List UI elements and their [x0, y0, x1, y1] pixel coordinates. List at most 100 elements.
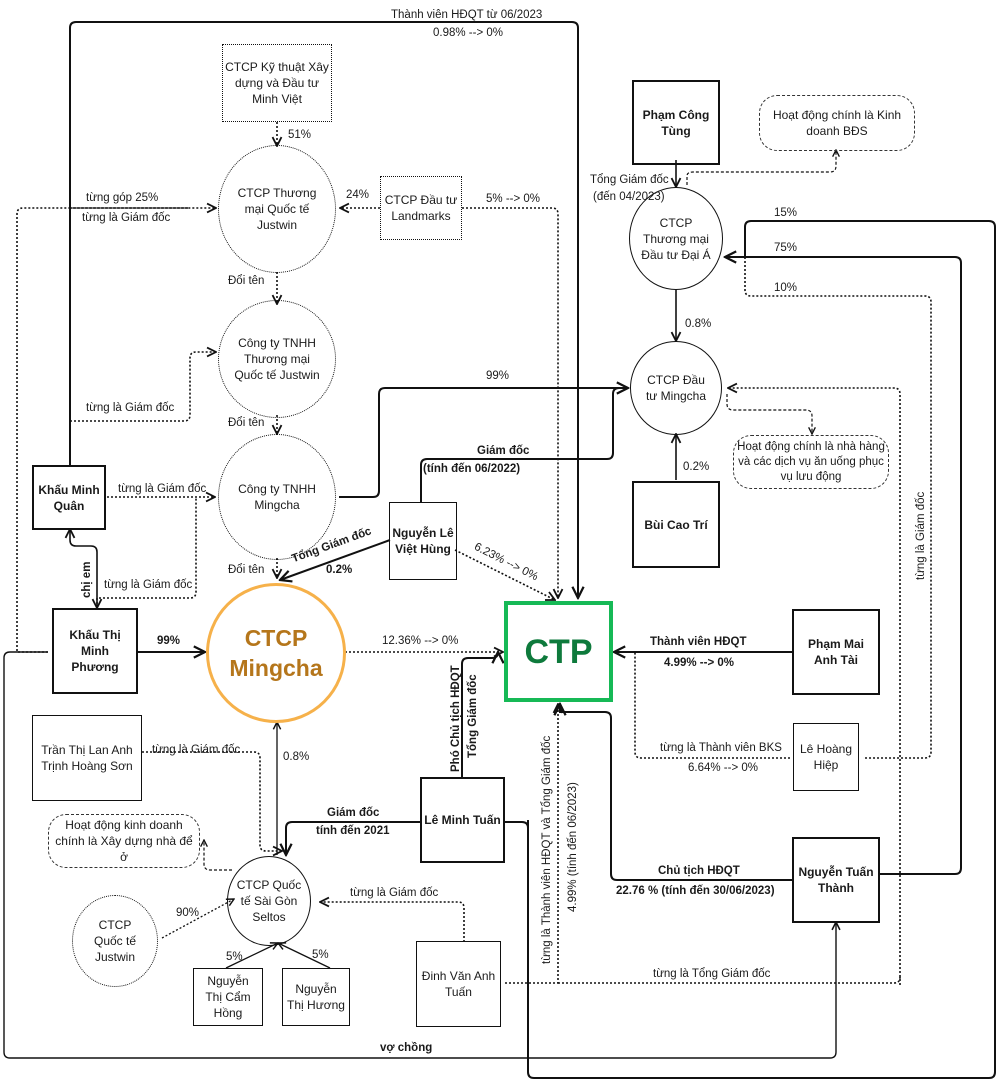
- edge-hung-ctp: [454, 549, 555, 600]
- label-mingcha-ctp: 12.36% --> 0%: [382, 635, 459, 647]
- edge-chi-em: [70, 529, 97, 608]
- edge-landmarks-ctp: [462, 207, 558, 598]
- edge-tung-tgd: [558, 976, 901, 984]
- label-thanh-pct: 22.76 % (tính đến 30/06/2023): [616, 885, 775, 897]
- node-minh-viet: CTCP Kỹ thuật Xây dựng và Đầu tư Minh Vi…: [222, 44, 332, 122]
- label-tinh-den-2021: tính đến 2021: [316, 825, 390, 837]
- edge-tuan-ctp: [461, 652, 498, 777]
- edge-phuong-justwin: [16, 208, 216, 653]
- node-justwin-tm: CTCP Thương mại Quốc tế Justwin: [218, 145, 336, 273]
- node-le-minh-tuan: Lê Minh Tuấn: [420, 777, 505, 863]
- edge-hong-seltos: [225, 943, 278, 969]
- label-tong-gd-tung: Tổng Giám đốc: [590, 174, 669, 186]
- node-tnhh-mingcha: Công ty TNHH Mingcha: [218, 434, 336, 560]
- label-pho-chu-tich: Phó Chủ tịch HĐQT: [450, 665, 462, 772]
- label-tung-gd-1: từng là Giám đốc: [82, 212, 171, 224]
- edge-phuong-tnhhmingcha: [96, 497, 197, 608]
- label-tung-gd-2: từng là Giám đốc: [86, 402, 175, 414]
- edge-quan-ctp: [69, 21, 578, 598]
- edge-thanh-ctp: [560, 704, 792, 881]
- node-dai-a: CTCP Thương mại Đầu tư Đại Á: [629, 187, 723, 290]
- label-landmarks-pct: 24%: [346, 189, 370, 201]
- label-huong-pct: 5%: [312, 949, 329, 961]
- label-tung-gd-4: từng là Giám đốc: [104, 579, 193, 591]
- note-xay-dung: Hoạt động kinh doanh chính là Xây dựng n…: [48, 814, 200, 868]
- note-bds: Hoạt động chính là Kinh doanh BĐS: [759, 95, 915, 151]
- label-tung-gd-3: từng là Giám đốc: [118, 483, 207, 495]
- edge-vo-chong: [3, 651, 836, 1059]
- label-vo-chong: vợ chồng: [380, 1042, 433, 1054]
- label-dai-a-pct: 0.8%: [685, 318, 712, 330]
- label-15: 15%: [774, 207, 798, 219]
- label-99-mingcha: 99%: [486, 370, 510, 382]
- label-justwin-pct: 90%: [176, 907, 200, 919]
- node-nguyen-thi-huong: Nguyễn Thị Hương: [282, 968, 350, 1026]
- edge-hung-mingcha: [280, 539, 391, 580]
- node-nguyen-le-viet-hung: Nguyễn Lê Việt Hùng: [389, 502, 457, 580]
- label-chi-em: chị em: [81, 561, 93, 598]
- edge-dinh-seltos: [320, 902, 465, 942]
- edge-dautu-note: [726, 394, 812, 434]
- edge-tnhh-dautu: [339, 388, 628, 498]
- node-khau-minh-quan: Khấu Minh Quân: [32, 465, 106, 530]
- edge-daia-note: [686, 150, 836, 185]
- edge-seltos-note: [204, 840, 232, 871]
- node-le-hoang-hiep: Lê Hoàng Hiệp: [793, 723, 859, 791]
- edge-quan-tnhhjustwin: [70, 352, 216, 422]
- node-ctp: CTP: [504, 601, 613, 702]
- edge-tran-seltos: [142, 751, 282, 851]
- edge-10: [744, 257, 932, 759]
- edge-tuan-seltos: [286, 821, 420, 855]
- label-10: 10%: [774, 282, 798, 294]
- label-hung-pct: 0.2%: [326, 564, 353, 576]
- label-tai-pct: 4.99% --> 0%: [664, 657, 734, 669]
- edge-huong-seltos: [278, 943, 331, 969]
- label-dinh-gd: từng là Giám đốc: [350, 887, 439, 899]
- node-dau-tu-mingcha: CTCP Đầu tư Mingcha: [630, 341, 722, 435]
- label-tai-role: Thành viên HĐQT: [650, 636, 747, 648]
- label-doi-ten-1: Đổi tên: [228, 275, 265, 287]
- edge-tuan-right: [505, 821, 529, 829]
- label-bui-pct: 0.2%: [683, 461, 710, 473]
- node-khau-thi-minh-phuong: Khấu Thị Minh Phương: [52, 608, 138, 694]
- node-landmarks: CTCP Đầu tư Landmarks: [380, 176, 462, 240]
- label-tung-tgd: từng là Tổng Giám đốc: [653, 968, 771, 980]
- label-hiep-pct: 6.64% --> 0%: [688, 762, 758, 774]
- label-top-pct: 0.98% --> 0%: [433, 27, 503, 39]
- node-bui-cao-tri: Bùi Cao Trí: [632, 481, 720, 568]
- node-dinh-van-anh-tuan: Đinh Văn Anh Tuấn: [416, 941, 501, 1027]
- label-giam-doc-hung: Giám đốc: [477, 445, 530, 457]
- node-tnhh-justwin: Công ty TNHH Thương mại Quốc tế Justwin: [218, 300, 336, 418]
- node-ctcp-mingcha: CTCP Mingcha: [206, 583, 346, 723]
- node-saigon-seltos: CTCP Quốc tế Sài Gòn Seltos: [227, 856, 311, 946]
- label-top-role: Thành viên HĐQT từ 06/2023: [391, 9, 543, 21]
- node-nguyen-tuan-thanh: Nguyễn Tuấn Thành: [792, 837, 880, 923]
- label-doi-ten-3: Đổi tên: [228, 564, 265, 576]
- label-tran-gd: từng là Giám đốc: [152, 744, 241, 756]
- edge-hiep-ctp: [634, 652, 790, 759]
- edge-15: [527, 220, 996, 1079]
- label-seltos-mingcha-pct: 0.8%: [283, 751, 310, 763]
- label-thanh-role: Chủ tịch HĐQT: [658, 865, 740, 877]
- edge-justwin-seltos: [161, 899, 234, 939]
- node-nguyen-thi-cam-hong: Nguyễn Thị Cẩm Hồng: [193, 968, 263, 1026]
- label-doi-ten-2: Đổi tên: [228, 417, 265, 429]
- label-hiep-role: từng là Thành viên BKS: [660, 742, 782, 754]
- label-tung-gd-vert: từng là Giám đốc: [915, 491, 927, 580]
- label-tung-gop: từng góp 25%: [86, 192, 159, 204]
- label-minh-viet-pct: 51%: [288, 129, 312, 141]
- node-pham-mai-anh-tai: Phạm Mai Anh Tài: [792, 609, 880, 695]
- edge-hung-dautu: [420, 387, 620, 502]
- label-hong-pct: 5%: [226, 951, 243, 963]
- label-tv-pct: 4.99% (tính đến 06/2023): [567, 782, 579, 912]
- label-tinh-den-2022: (tính đến 06/2022): [423, 463, 521, 475]
- note-nha-hang: Hoạt động chính là nhà hàng và các dịch …: [733, 435, 889, 489]
- edge-gd-dautu: [728, 388, 901, 985]
- label-75: 75%: [774, 242, 798, 254]
- node-tran-trinh: Trần Thị Lan Anh Trịnh Hoàng Sơn: [32, 715, 142, 801]
- node-ctcp-quoc-te-justwin: CTCP Quốc tế Justwin: [72, 895, 158, 987]
- label-tv-tgd: từng là Thành viên HĐQT và Tổng Giám đốc: [541, 735, 553, 964]
- label-tong-gd-tuan: Tổng Giám đốc: [467, 674, 479, 758]
- edge-75: [725, 257, 962, 875]
